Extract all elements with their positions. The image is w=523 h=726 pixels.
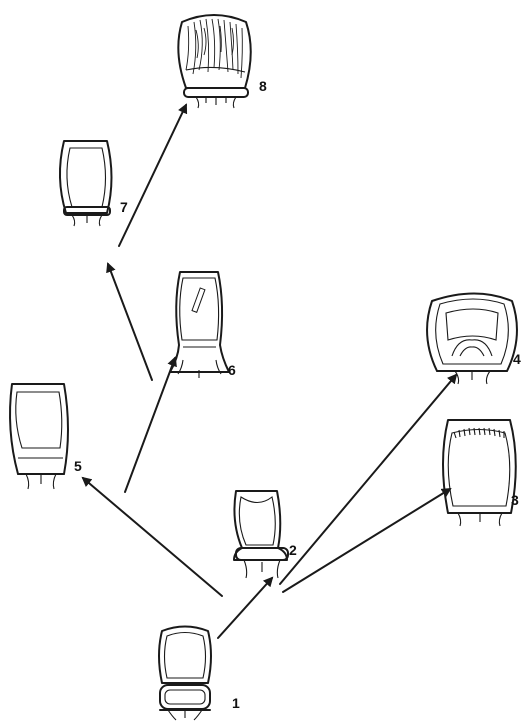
arrow-5-to-6 xyxy=(125,358,175,492)
stage-8-figure xyxy=(178,15,250,108)
stage-4-label: 4 xyxy=(513,351,521,367)
stage-7-label: 7 xyxy=(120,199,128,215)
arrow-2-to-4 xyxy=(280,375,456,584)
stage-2-figure xyxy=(234,491,288,578)
stage-6-figure xyxy=(170,272,229,378)
arrow-2-to-5 xyxy=(83,478,222,596)
stage-8-label: 8 xyxy=(259,78,267,94)
arrow-2-to-3 xyxy=(283,489,450,592)
stage-5-figure xyxy=(10,384,68,489)
stage-4-figure xyxy=(427,294,517,385)
stage-7-figure xyxy=(60,141,112,226)
stage-1-label: 1 xyxy=(232,695,240,711)
stage-3-label: 3 xyxy=(511,492,519,508)
arrow-1-to-2 xyxy=(218,578,272,638)
stage-3-figure xyxy=(443,420,516,526)
stage-5-label: 5 xyxy=(74,458,82,474)
stage-1-figure xyxy=(159,627,211,721)
stage-2-label: 2 xyxy=(289,542,297,558)
arrows xyxy=(83,105,456,638)
stage-6-label: 6 xyxy=(228,362,236,378)
arrow-5-to-7 xyxy=(108,264,152,380)
arrow-7-to-8 xyxy=(119,105,186,246)
